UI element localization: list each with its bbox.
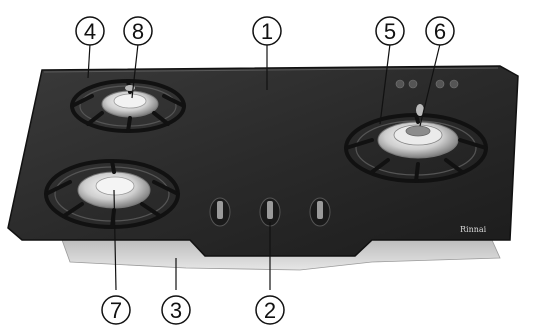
knob-left (209, 197, 231, 227)
callout-8-label: 8 (132, 19, 144, 44)
callout-1: 1 (252, 16, 282, 46)
callout-1-label: 1 (261, 19, 273, 44)
leader-lines (87, 43, 441, 291)
callout-4: 4 (75, 16, 105, 46)
callout-6: 6 (425, 16, 455, 46)
callout-2-label: 2 (264, 298, 276, 323)
callout-5: 5 (375, 16, 405, 46)
control-indicator-icons (395, 79, 459, 89)
callout-2: 2 (255, 295, 285, 325)
control-knobs (209, 197, 331, 227)
glass-top-panel (7, 65, 519, 257)
callout-3: 3 (161, 295, 191, 325)
glass-edge-highlight (43, 67, 499, 73)
callout-6-label: 6 (434, 19, 446, 44)
burner-wok-right (344, 104, 488, 183)
callout-7-label: 7 (110, 298, 122, 323)
knob-middle (259, 197, 281, 227)
callout-3-label: 3 (170, 298, 182, 323)
callout-4-label: 4 (84, 19, 96, 44)
callout-5-label: 5 (384, 19, 396, 44)
knob-right (309, 197, 331, 227)
brand-logo: Rinnai (460, 225, 487, 234)
callout-8: 8 (123, 16, 153, 46)
callout-7: 7 (101, 295, 131, 325)
burner-back-left (70, 79, 186, 133)
